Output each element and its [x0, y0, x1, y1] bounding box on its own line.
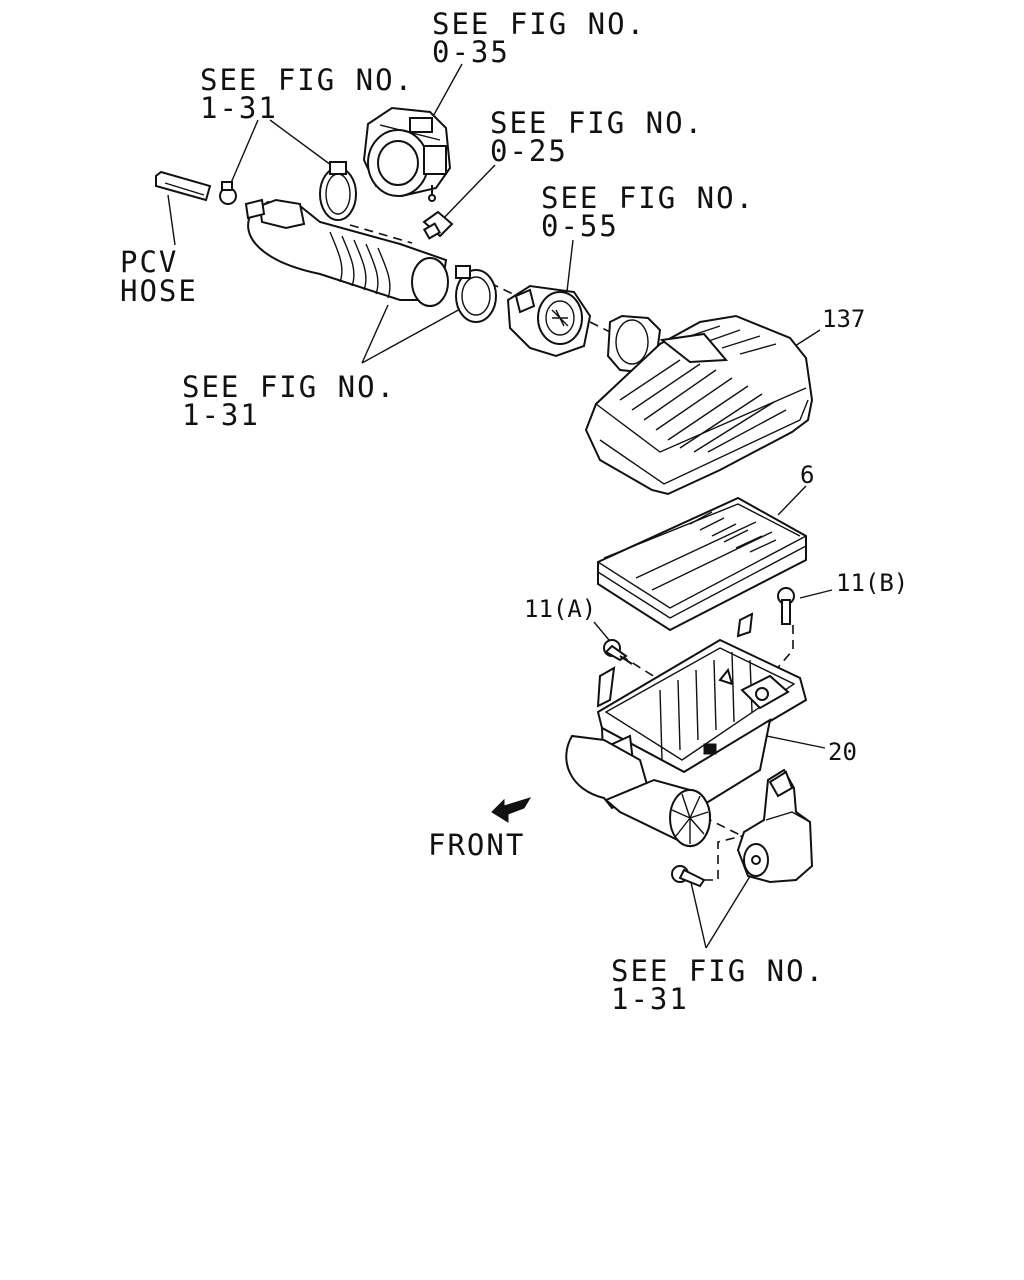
front-label: FRONT: [428, 828, 525, 862]
ref-label-0-25-line2: 0-25: [490, 134, 568, 168]
resonator-duct: [736, 768, 814, 884]
hose-clamp-small: [219, 181, 237, 205]
filter-pleats: [689, 511, 777, 553]
intake-duct-hose: [244, 198, 449, 307]
ref-label-1-31-top-line1: SEE FIG NO.: [200, 63, 414, 97]
pcv-hose-label-line1: PCV: [120, 245, 178, 279]
ref-label-1-31-top-line2: 1-31: [200, 91, 278, 125]
ref-label-1-31-bottom-line2: 1-31: [611, 982, 689, 1016]
ref-label-1-31-mid: SEE FIG NO. 1-31: [182, 370, 396, 432]
bolt-11a: [603, 639, 633, 665]
ref-label-0-25-line1: SEE FIG NO.: [490, 106, 704, 140]
ref-label-1-31-bottom-line1: SEE FIG NO.: [611, 954, 825, 988]
bolt-11b: [777, 587, 795, 625]
pcv-hose: [155, 170, 212, 202]
hose-clamp-upper: [319, 161, 357, 221]
callout-137: 137: [822, 305, 865, 333]
ref-label-0-55: SEE FIG NO. 0-55: [541, 181, 755, 243]
inlet-vanes: [671, 793, 709, 844]
hose-clamp-lower: [455, 265, 497, 323]
pcv-hose-label-line2: HOSE: [120, 274, 198, 308]
ref-label-1-31-mid-line1: SEE FIG NO.: [182, 370, 396, 404]
ref-label-0-25: SEE FIG NO. 0-25: [490, 106, 704, 168]
ref-label-0-35-line2: 0-35: [432, 35, 510, 69]
ref-label-1-31-top: SEE FIG NO. 1-31: [200, 63, 414, 125]
pcv-hose-label: PCV HOSE: [120, 245, 198, 308]
callout-6: 6: [800, 461, 814, 489]
ref-label-0-35-line1: SEE FIG NO.: [432, 7, 646, 41]
callout-11b: 11(B): [836, 569, 908, 597]
air-cleaner-cover: [584, 314, 814, 496]
ref-label-1-31-mid-line2: 1-31: [182, 398, 260, 432]
throttle-body: [362, 106, 452, 202]
bolt-lower: [671, 865, 706, 888]
air-cleaner-case: [565, 612, 808, 848]
ref-label-0-35: SEE FIG NO. 0-35: [432, 7, 646, 69]
callout-11a: 11(A): [524, 595, 596, 623]
ref-label-1-31-bottom: SEE FIG NO. 1-31: [611, 954, 825, 1016]
mass-air-flow-sensor: [506, 284, 592, 358]
ref-label-0-55-line2: 0-55: [541, 209, 619, 243]
ref-label-0-55-line1: SEE FIG NO.: [541, 181, 755, 215]
front-arrow-icon: [491, 797, 532, 823]
air-filter-element: [597, 496, 807, 632]
intake-air-temp-sensor: [422, 210, 454, 240]
callout-20: 20: [828, 738, 857, 766]
